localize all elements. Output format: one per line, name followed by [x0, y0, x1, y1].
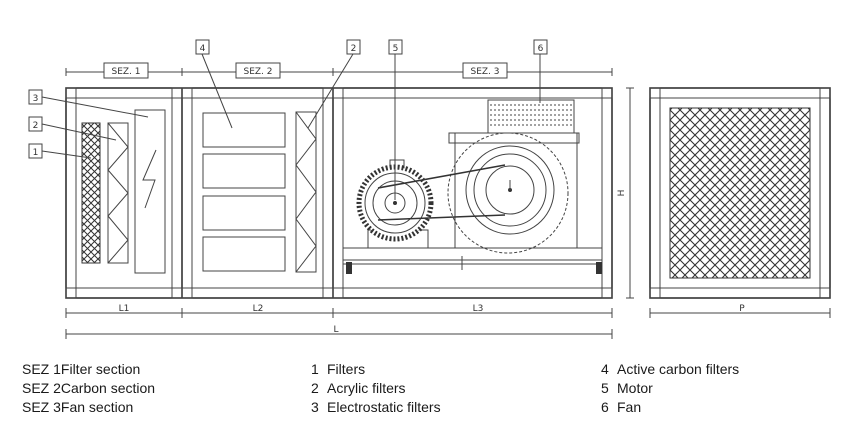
- component-name: Acrylic filters: [327, 380, 406, 396]
- unit-housing: [65, 87, 613, 299]
- section-name: Fan section: [60, 399, 134, 415]
- section-code: SEZ 3: [22, 399, 61, 415]
- legend-component-item: 1 Filters: [311, 360, 441, 379]
- component-name: Electrostatic filters: [327, 399, 441, 415]
- acrylic-filter-2b: [295, 111, 317, 273]
- fan-section: [342, 99, 603, 274]
- callout-5: 5: [393, 44, 399, 54]
- h-label: H: [617, 190, 627, 197]
- component-num: 4: [601, 361, 609, 377]
- l1-label: L1: [119, 304, 130, 314]
- section-dimension-line: SEZ. 1 SEZ. 2 SEZ. 3: [65, 62, 613, 79]
- callout-3-left: 3: [33, 94, 39, 104]
- callout-1-left: 1: [33, 148, 39, 158]
- legend-component-item: 3 Electrostatic filters: [311, 398, 441, 417]
- carbon-filter-cell: [202, 195, 286, 231]
- component-name: Active carbon filters: [617, 361, 740, 377]
- callout-6: 6: [538, 44, 544, 54]
- bottom-dimensions: L1 L2 L3 L P: [65, 304, 831, 339]
- filter-section: [81, 109, 166, 274]
- air-handling-unit-diagram: SEZ. 1 SEZ. 2 SEZ. 3: [28, 39, 831, 339]
- flexible-connector: [487, 99, 575, 134]
- acrylic-filter-2: [107, 122, 129, 264]
- component-name: Motor: [617, 380, 653, 396]
- filter-1: [81, 122, 101, 264]
- sez3-label: SEZ. 3: [470, 67, 499, 77]
- section-code: SEZ 2: [22, 380, 61, 396]
- carbon-filter-cell: [202, 112, 286, 148]
- component-num: 3: [311, 399, 319, 415]
- carbon-section: [202, 111, 317, 273]
- component-num: 1: [311, 361, 319, 377]
- legend-component-item: 2 Acrylic filters: [311, 379, 441, 398]
- l3-label: L3: [473, 304, 484, 314]
- component-num: 6: [601, 399, 609, 415]
- legend-section-item: SEZ 2Carbon section: [22, 379, 155, 398]
- component-num: 5: [601, 380, 609, 396]
- component-name: Fan: [617, 399, 642, 415]
- height-dimension: H: [617, 87, 634, 299]
- section-name: Filter section: [60, 361, 141, 377]
- legend-section-item: SEZ 3Fan section: [22, 398, 155, 417]
- sez2-label: SEZ. 2: [243, 67, 272, 77]
- callout-4: 4: [200, 44, 206, 54]
- legend-component-item: 4 Active carbon filters: [601, 360, 739, 379]
- legend-components-a: 1 Filters 2 Acrylic filters 3 Electrostatic…: [311, 360, 441, 417]
- component-name: Filters: [327, 361, 366, 377]
- callouts: 3 2 1 4 2 5 6: [28, 39, 548, 200]
- electrostatic-filter-3: [134, 109, 166, 274]
- carbon-filter-cell: [202, 236, 286, 272]
- legend-component-item: 6 Fan: [601, 398, 739, 417]
- carbon-filter-cell: [202, 153, 286, 189]
- p-label: P: [739, 304, 745, 314]
- side-filter-panel: [669, 107, 811, 279]
- callout-2-top: 2: [351, 44, 357, 54]
- l-label: L: [333, 325, 338, 335]
- side-view: [649, 87, 831, 299]
- drive-belt: [377, 164, 506, 221]
- section-code: SEZ 1: [22, 361, 61, 377]
- legend-components-b: 4 Active carbon filters 5 Motor 6 Fan: [601, 360, 739, 417]
- legend-section-item: SEZ 1Filter section: [22, 360, 155, 379]
- callout-2-left: 2: [33, 121, 39, 131]
- legend-component-item: 5 Motor: [601, 379, 739, 398]
- l2-label: L2: [253, 304, 264, 314]
- sez1-label: SEZ. 1: [111, 67, 140, 77]
- component-num: 2: [311, 380, 319, 396]
- fan-6: [447, 132, 580, 254]
- section-name: Carbon section: [60, 380, 156, 396]
- legend-sections: SEZ 1Filter section SEZ 2Carbon section …: [22, 360, 155, 417]
